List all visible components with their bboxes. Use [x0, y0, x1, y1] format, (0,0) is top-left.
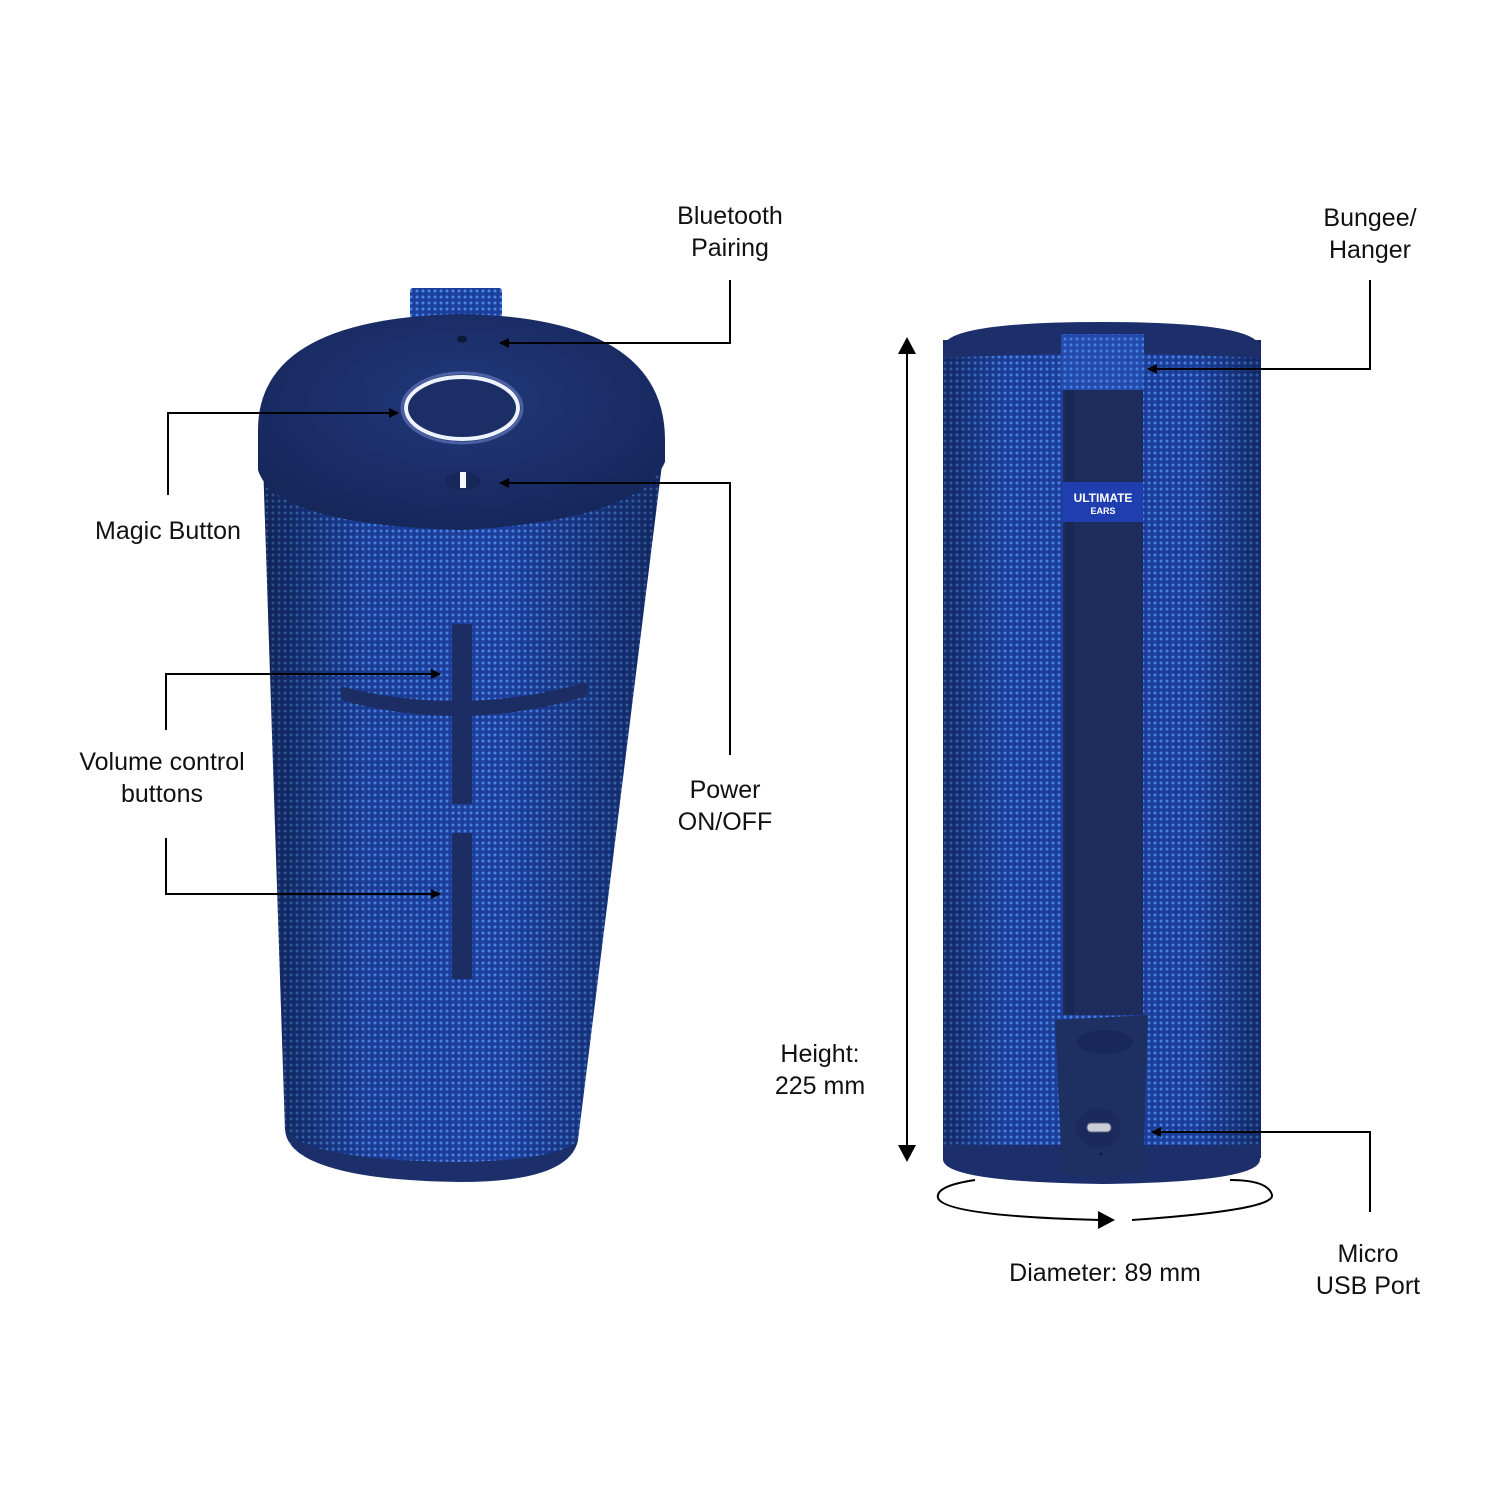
bluetooth-pairing-button	[457, 335, 467, 343]
bungee-strap	[1063, 390, 1143, 1015]
brand-badge	[1063, 482, 1143, 522]
callout-magic-button: Magic Button	[78, 515, 258, 547]
callout-volume-line2: buttons	[120, 780, 203, 808]
volume-up-callout-line	[165, 669, 441, 730]
magic-button	[404, 375, 520, 441]
power-callout-line	[499, 478, 731, 755]
magic-callout-line	[167, 408, 399, 495]
volume-down-callout-line	[165, 838, 441, 899]
callout-bluetooth-line2: Pairing	[691, 234, 769, 262]
callout-bungee-hanger: Bungee/ Hanger	[1300, 202, 1440, 266]
hanger-loop	[410, 288, 502, 318]
diameter-arc-left	[936, 1179, 1101, 1221]
bluetooth-callout-line	[499, 280, 731, 348]
brand-badge-line1: ULTIMATE	[1074, 491, 1133, 505]
bungee-strap-top	[1061, 334, 1144, 390]
diameter-arc-right	[1131, 1179, 1273, 1221]
dimension-height-line1: Height:	[780, 1040, 860, 1068]
power-button	[460, 472, 466, 488]
callout-bluetooth-pairing: Bluetooth Pairing	[660, 200, 800, 264]
callout-bluetooth-line1: Bluetooth	[677, 202, 783, 230]
callout-bungee-line1: Bungee/	[1323, 204, 1417, 232]
dimension-height: Height: 225 mm	[755, 1038, 885, 1102]
callout-magic-line1: Magic Button	[95, 517, 241, 545]
callout-usb-line1: Micro	[1337, 1240, 1399, 1268]
bungee-callout-line	[1147, 280, 1371, 374]
speaker-front-view	[258, 288, 665, 1182]
callout-volume-controls: Volume control buttons	[62, 746, 262, 810]
callout-micro-usb: Micro USB Port	[1298, 1238, 1438, 1302]
callout-bungee-line2: Hanger	[1329, 236, 1411, 264]
usb-callout-line	[1151, 1127, 1371, 1212]
micro-usb-port	[1086, 1122, 1112, 1133]
callout-usb-line2: USB Port	[1315, 1272, 1421, 1300]
brand-badge-line2: EARS	[1090, 506, 1115, 516]
speaker-back-view: ULTIMATE EARS	[943, 322, 1261, 1184]
callout-power-line1: Power	[689, 776, 761, 804]
callout-power: Power ON/OFF	[655, 774, 795, 838]
volume-down-button	[452, 833, 472, 979]
callout-volume-line1: Volume control	[79, 748, 245, 776]
dimension-diameter: Diameter: 89 mm	[985, 1257, 1225, 1289]
callout-power-line2: ON/OFF	[677, 808, 773, 836]
dimension-diameter-line1: Diameter: 89 mm	[1009, 1259, 1201, 1287]
dimension-height-line2: 225 mm	[774, 1072, 866, 1100]
